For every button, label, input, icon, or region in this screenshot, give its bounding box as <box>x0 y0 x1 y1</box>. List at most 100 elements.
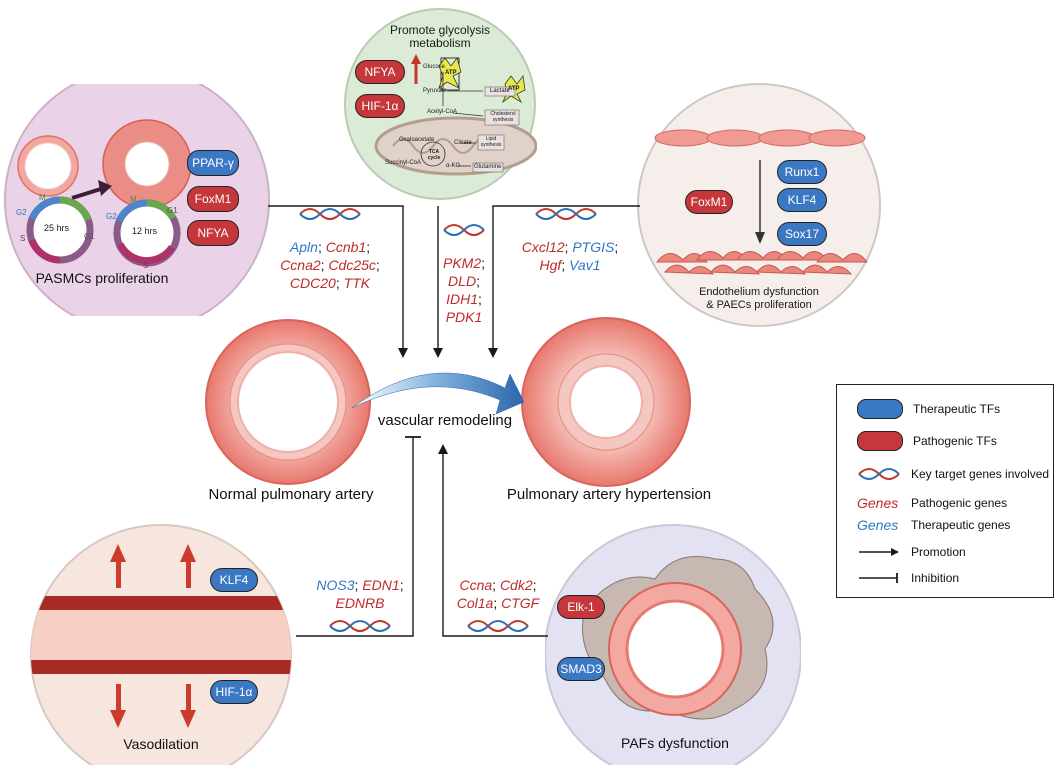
tf-hif1a-glyco: HIF-1α <box>355 94 405 118</box>
remodeling-arrow <box>351 372 525 415</box>
gene-cdc25c: Cdc25c <box>328 257 376 273</box>
cycle2-phase-g1: G1 <box>167 206 178 215</box>
inhibition-bar-icon <box>859 573 898 583</box>
cycle2-phase-g2: G2 <box>106 212 117 221</box>
normal-artery-caption: Normal pulmonary artery <box>208 486 374 503</box>
glycolysis-title-line2: metabolism <box>409 36 471 50</box>
glucose-label: Glucose <box>423 64 446 70</box>
gene-ccna2: Ccna2 <box>280 257 321 273</box>
gene-ptgis: PTGIS <box>572 239 615 255</box>
hypertension-artery-icon <box>521 317 691 487</box>
legend-pathogenic-genes-label: Pathogenic genes <box>911 496 1008 510</box>
gene-nos3: NOS3 <box>316 577 355 593</box>
gene-edn1: EDN1 <box>362 577 400 593</box>
succinyl-label: Succinyl-CoA <box>385 160 422 166</box>
lactate-label: Lactate <box>490 88 510 94</box>
dna-icon <box>443 224 485 236</box>
dna-icon <box>467 620 529 632</box>
oxaloacetate-label: Oxaloacetate <box>399 137 435 143</box>
dna-icon <box>535 208 597 220</box>
gene-cdc20: CDC20 <box>289 275 336 291</box>
lipid-label: Lipid synthesis <box>480 136 502 148</box>
cycle1-label: 25 hrs <box>44 223 70 233</box>
gene-ccna: Ccna <box>459 577 493 593</box>
paf-panel: Elk-1 SMAD3 PAFs dysfunction <box>545 519 801 765</box>
acetyl-coa-label: Acetyl-CoA <box>427 109 458 115</box>
legend-inhibition: Inhibition <box>857 571 959 585</box>
pyruvate-label: Pyruvate <box>423 88 447 94</box>
cycle1-phase-g2: G2 <box>16 208 27 217</box>
tf-smad3: SMAD3 <box>557 657 605 681</box>
legend-pathogenic-swatch <box>857 431 903 451</box>
legend-pathogenic: Pathogenic TFs <box>857 431 997 451</box>
endo-caption-line1: Endothelium dysfunction <box>699 286 819 298</box>
legend-therapeutic-genes: Genes Therapeutic genes <box>857 517 1010 533</box>
pasmc-panel: 25 hrs 12 hrs M G2 S G1 M G2 G1 S PPAR-γ… <box>2 84 272 316</box>
endo-caption-line2: & PAECs proliferation <box>706 299 812 311</box>
dna-icon <box>329 620 391 632</box>
cycle1-phase-g1: G1 <box>84 232 95 241</box>
legend-therapeutic: Therapeutic TFs <box>857 399 1000 419</box>
genes-bottom-right: Ccna; Cdk2; Col1a; CTGF <box>456 577 540 611</box>
gene-cdk2: Cdk2 <box>499 577 533 593</box>
dna-icon <box>299 208 361 220</box>
endo-caption: Endothelium dysfunction & PAECs prolifer… <box>659 286 859 312</box>
gene-ctgf: CTGF <box>501 595 540 611</box>
endothelial-cells-top <box>654 129 866 147</box>
cycle2-label: 12 hrs <box>132 226 158 236</box>
atp-burst-icon <box>438 57 462 90</box>
tf-hif1a-vaso: HIF-1α <box>210 680 258 704</box>
normal-artery-icon <box>205 319 371 485</box>
cycle2-phase-m: M <box>130 195 137 204</box>
dna-icon <box>858 468 900 480</box>
glutamine-label: Glutamine <box>474 164 502 170</box>
cholesterol-label: Cholesterol synthesis <box>490 111 516 123</box>
tf-sox17: Sox17 <box>777 222 827 246</box>
cycle1-phase-s: S <box>20 234 26 243</box>
proliferation-arrow <box>71 186 105 200</box>
gene-apln: Apln <box>289 239 318 255</box>
legend-promotion: Promotion <box>857 545 966 559</box>
tf-elk1: Elk-1 <box>557 595 605 619</box>
glycolysis-title: Promote glycolysis metabolism <box>380 24 500 50</box>
cycle2-phase-s: S <box>143 261 149 270</box>
gene-vav1: Vav1 <box>569 257 601 273</box>
gene-idh1: IDH1 <box>446 291 478 307</box>
legend-pathogenic-label: Pathogenic TFs <box>913 434 997 448</box>
tf-foxm1-endo: FoxM1 <box>685 190 733 214</box>
atp-label: ATP <box>445 70 457 76</box>
tf-nfya-glyco: NFYA <box>355 60 405 84</box>
promotion-arrow-icon <box>859 548 899 556</box>
tf-klf4-vaso: KLF4 <box>210 568 258 592</box>
tca-label: TCA cycle <box>427 149 441 161</box>
gene-ccnb1: Ccnb1 <box>325 239 367 255</box>
legend-inhibition-label: Inhibition <box>911 571 960 585</box>
hypertension-caption: Pulmonary artery hypertension <box>506 486 712 503</box>
endo-promotion-arrow <box>488 205 640 358</box>
legend-key-genes-label: Key target genes involved <box>911 467 1050 481</box>
gene-ednrb: EDNRB <box>335 595 385 611</box>
vaso-caption: Vasodilation <box>123 736 199 752</box>
gene-ttk: TTK <box>343 275 371 291</box>
legend-therapeutic-label: Therapeutic TFs <box>913 402 1001 416</box>
vessel-wall-bottom <box>31 660 291 674</box>
tf-klf4-endo: KLF4 <box>777 188 827 212</box>
tf-ppar-gamma: PPAR-γ <box>187 150 239 176</box>
atp-label-2: ATP <box>508 86 520 92</box>
vaso-panel: KLF4 HIF-1α Vasodilation <box>28 520 294 765</box>
gene-hgf: Hgf <box>539 257 562 273</box>
gene-col1a: Col1a <box>456 595 494 611</box>
endo-panel: FoxM1 Runx1 KLF4 Sox17 Endothelium dysfu… <box>635 82 883 328</box>
glycolysis-title-line1: Promote glycolysis <box>389 23 491 37</box>
legend-genes-word-red: Genes <box>857 495 899 511</box>
endothelial-cells-bottom <box>655 251 869 275</box>
remodeling-label: vascular remodeling <box>377 412 513 429</box>
genes-left: Apln; Ccnb1; Ccna2; Cdc25c; CDC20; TTK <box>280 239 380 291</box>
tf-foxm1-pasmc: FoxM1 <box>187 186 239 212</box>
gene-cxcl12: Cxcl12 <box>521 239 565 255</box>
gene-dld: DLD <box>448 273 477 289</box>
cycle1-phase-m: M <box>39 193 46 202</box>
citrate-label: Citrate <box>454 140 472 146</box>
vessel-wall-top <box>31 596 291 610</box>
legend-pathogenic-genes: Genes Pathogenic genes <box>857 495 1007 511</box>
